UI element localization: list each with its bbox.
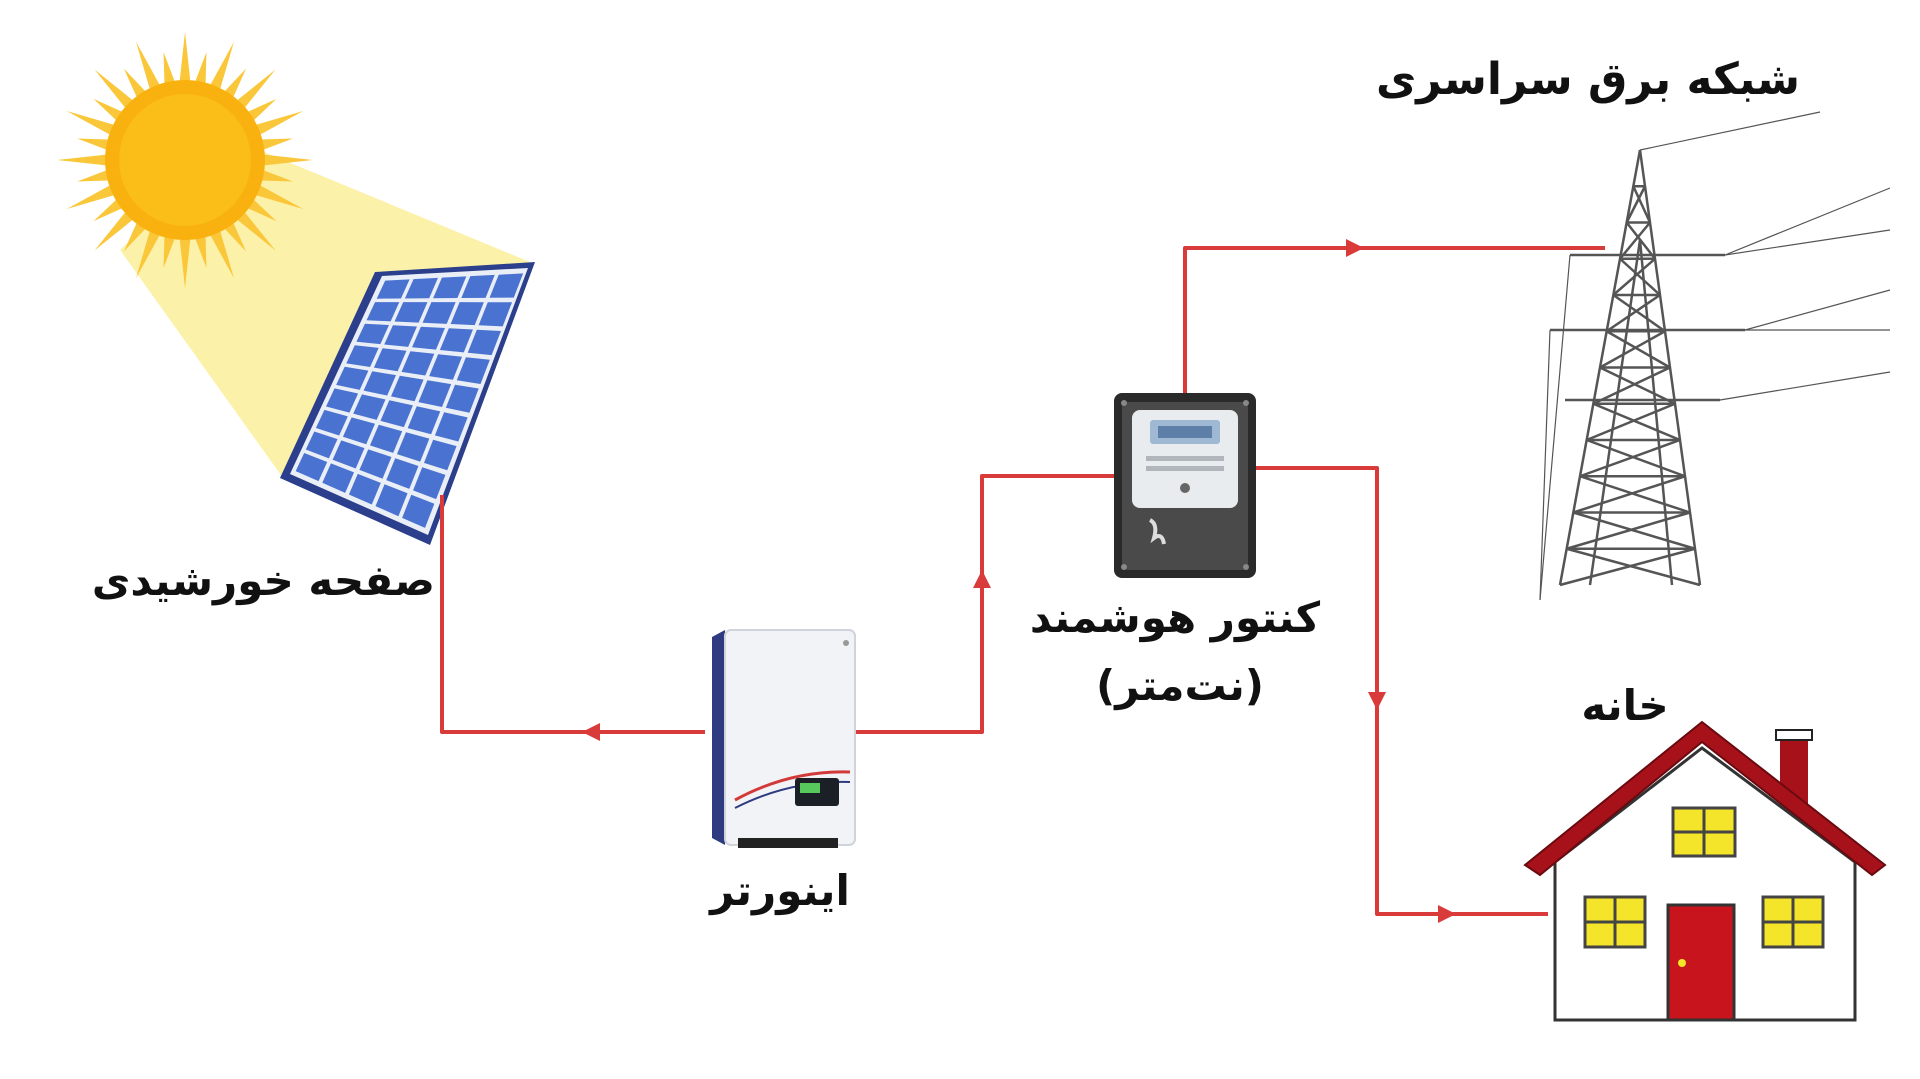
- smart-meter-label: کنتور هوشمند: [1029, 593, 1320, 642]
- wire-arrows: [582, 239, 1456, 923]
- wires: [440, 246, 1605, 916]
- arrow-down: [1368, 692, 1386, 710]
- wire-panel-to-inverter: [440, 495, 705, 734]
- inverter-icon: [712, 629, 856, 848]
- house-label: خانه: [1581, 681, 1669, 730]
- arrow-left-house: [1438, 905, 1456, 923]
- wire-meter-to-house: [1255, 466, 1548, 916]
- wire-grid-to-meter: [1183, 246, 1605, 395]
- grid-label: شبکه برق سراسری: [1375, 54, 1800, 105]
- smart-meter-icon: [1114, 393, 1256, 578]
- house-icon: [1523, 720, 1887, 1022]
- arrow-up: [973, 570, 991, 588]
- wire-inverter-to-meter: [855, 474, 1115, 734]
- solar-panel-label: صفحه خورشیدی: [91, 556, 435, 605]
- arrow-left: [1346, 239, 1364, 257]
- sun-icon: [57, 32, 313, 288]
- smart-meter-sublabel: (نت‌متر): [1096, 661, 1264, 710]
- power-tower-icon: [1539, 111, 1891, 601]
- inverter-label: اینورتر: [710, 866, 850, 915]
- arrow-right: [582, 723, 600, 741]
- solar-panel-icon: [280, 262, 535, 545]
